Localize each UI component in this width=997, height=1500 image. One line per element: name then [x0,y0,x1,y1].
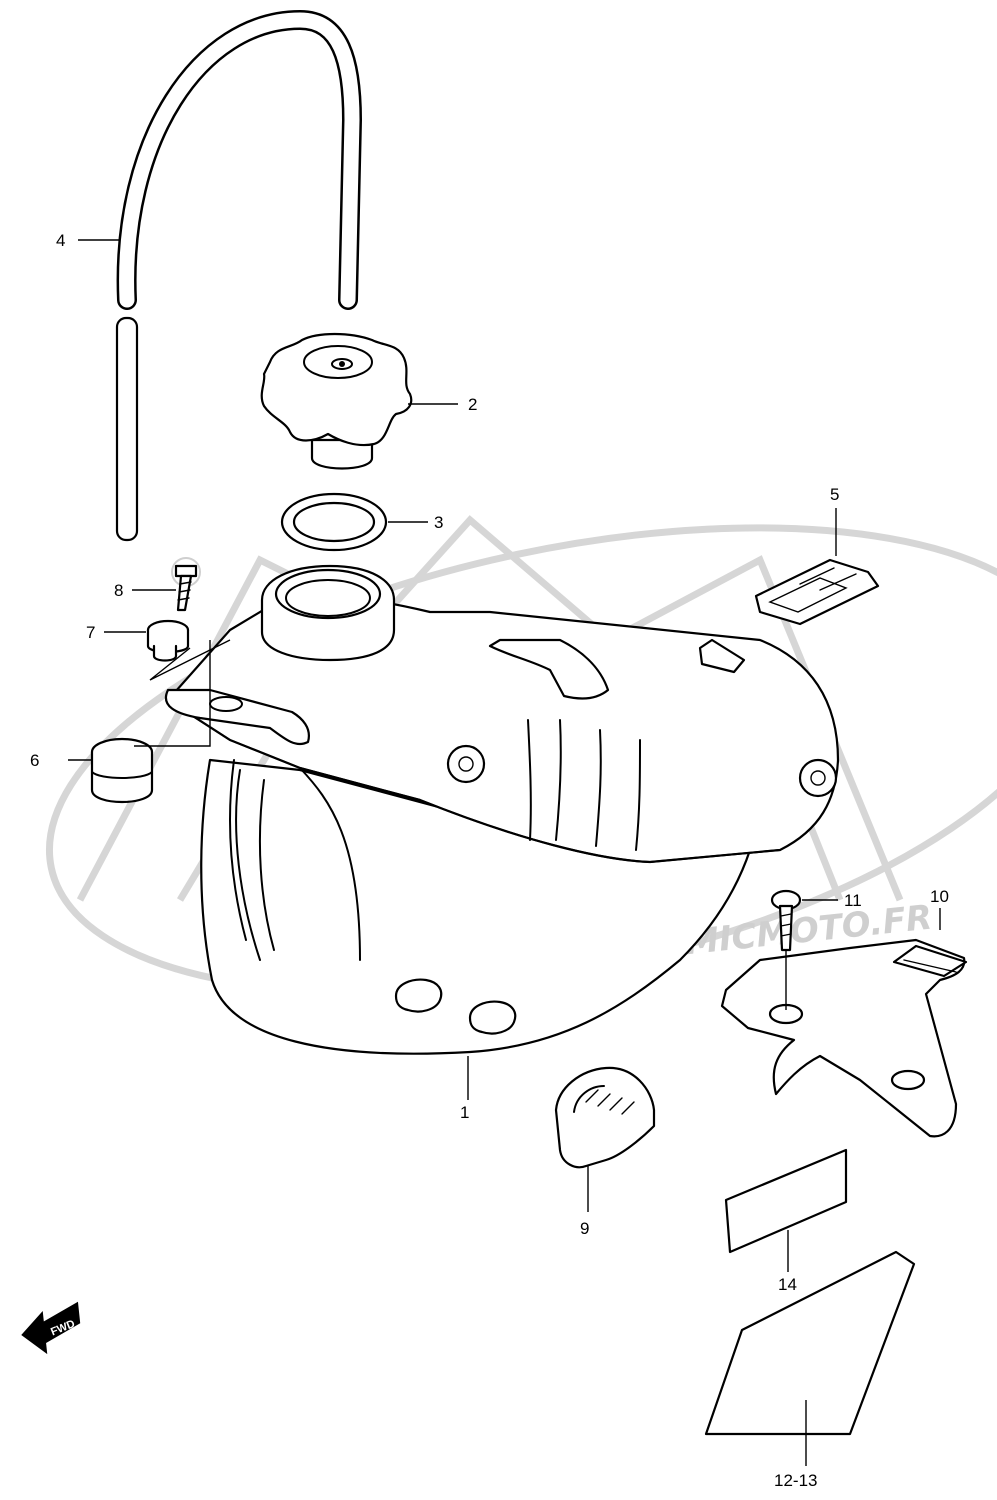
label-sticker-small [724,1148,848,1254]
mounting-bolt-8 [171,557,201,612]
callout-guard: 9 [580,1219,589,1238]
breather-hose [115,9,363,542]
tank-band [754,558,880,626]
callout-label-small: 14 [778,1275,797,1294]
mounting-bolt-11 [770,889,802,952]
callout-bolt8: 8 [114,581,123,600]
callout-bolt11: 11 [844,891,862,910]
callout-cushion: 6 [30,751,39,770]
forward-arrow: FWD [21,1301,81,1355]
fuel-tank [164,564,840,1055]
callout-band: 5 [830,485,839,504]
callout-spacer: 7 [86,623,95,642]
rubber-guard [554,1066,656,1169]
callout-gasket: 3 [434,513,443,532]
fuel-cap [260,332,413,470]
callout-numbers: 4 2 3 5 8 7 6 1 11 10 9 14 12-13 [30,231,949,1490]
gasket-ring [280,492,388,552]
tank-bracket [720,938,968,1138]
callout-bracket: 10 [930,887,949,906]
callout-cap: 2 [468,395,477,414]
label-sticker-large [704,1250,916,1436]
leader-lines [68,239,941,1466]
callout-tank: 1 [460,1103,469,1122]
callout-label-large: 12-13 [774,1471,817,1490]
callout-hose: 4 [56,231,65,250]
tank-cushion [90,737,154,804]
spacer-collar [146,619,190,662]
